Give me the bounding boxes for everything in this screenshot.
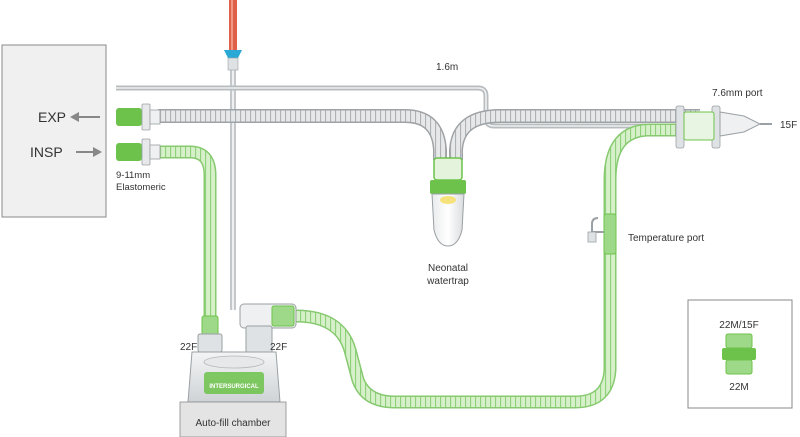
exp-arrow-left-icon xyxy=(70,112,100,122)
watertrap-bowl xyxy=(431,193,465,247)
temperature-port-label: Temperature port xyxy=(628,233,704,244)
watertrap-label-line2: watertrap xyxy=(426,276,469,287)
elastomeric-label-line2: Elastomeric xyxy=(116,182,166,193)
ventilator-box xyxy=(1,44,107,218)
insp-arrow-right-icon xyxy=(76,147,102,157)
insp-label: INSP xyxy=(30,144,63,160)
exp-connector xyxy=(116,108,142,126)
patient-wye xyxy=(675,105,685,149)
chamber-label: Auto-fill chamber xyxy=(195,418,271,429)
inset-connector xyxy=(725,333,753,349)
chamber-brand: INTERSURGICAL xyxy=(209,384,259,390)
exp-label: EXP xyxy=(38,109,66,125)
inset-bottom-label: 22M xyxy=(729,382,748,393)
length-label: 1.6m xyxy=(436,62,458,73)
inspiratory-tube-1 xyxy=(158,145,217,318)
insp-connector xyxy=(116,143,142,161)
temperature-port xyxy=(603,213,617,255)
blue-spike xyxy=(224,50,242,58)
port-76-label: 7.6mm port xyxy=(712,88,763,99)
port-15f-label: 15F xyxy=(780,120,797,131)
left-22f-label: 22F xyxy=(180,342,197,353)
watertrap-connector xyxy=(433,157,463,181)
elastomeric-label-line1: 9-11mm xyxy=(116,170,150,181)
left-22f-connector xyxy=(201,315,219,337)
chamber-base xyxy=(179,401,287,437)
right-22f-label: 22F xyxy=(270,342,287,353)
inset-top-label: 22M/15F xyxy=(719,320,758,331)
watertrap-label-line1: Neonatal xyxy=(428,263,468,274)
